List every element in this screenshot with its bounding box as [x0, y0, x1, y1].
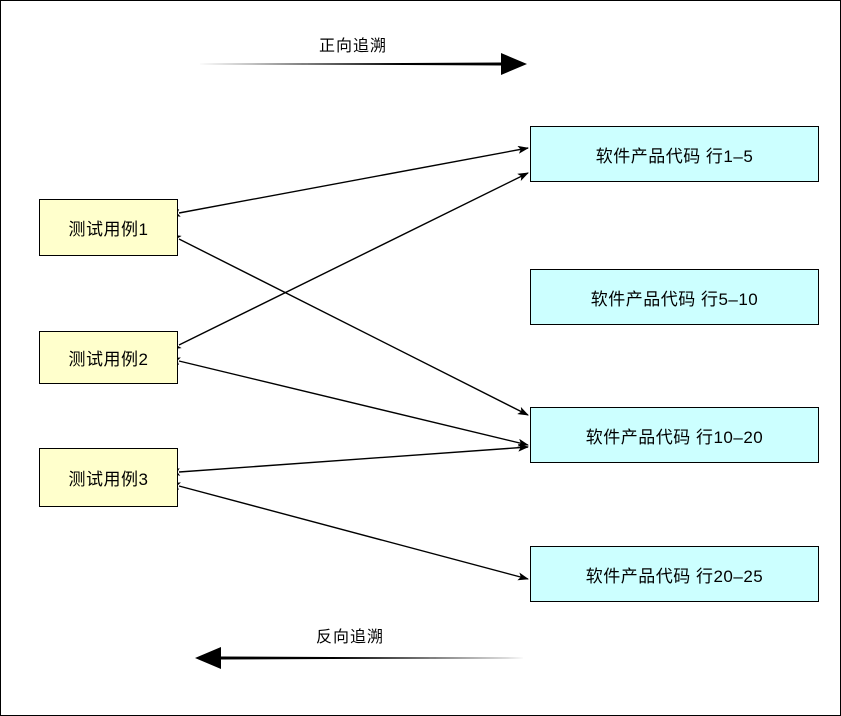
code-node-label: 软件产品代码 行1–5: [595, 146, 754, 166]
code-node-cb3[interactable]: 软件产品代码 行10–20: [530, 407, 819, 463]
code-node-cb2[interactable]: 软件产品代码 行5–10: [530, 269, 819, 325]
testcase-node-tc3[interactable]: 测试用例3: [39, 448, 178, 507]
testcase-node-tc1[interactable]: 测试用例1: [39, 199, 178, 256]
testcase-node-label: 测试用例1: [68, 220, 149, 239]
trace-link-tc2-cb3: [169, 357, 529, 447]
backward-trace-label: 反向追溯: [316, 629, 385, 646]
code-node-cb4[interactable]: 软件产品代码 行20–25: [530, 546, 819, 602]
testcase-node-label: 测试用例3: [68, 470, 149, 489]
forward-trace-arrow: [197, 53, 527, 75]
testcase-node-tc2[interactable]: 测试用例2: [39, 331, 178, 384]
trace-link-tc3-cb4: [169, 482, 529, 581]
code-node-label: 软件产品代码 行10–20: [585, 427, 764, 447]
backward-trace-arrow: [195, 647, 525, 669]
forward-trace-label: 正向追溯: [319, 38, 388, 55]
trace-link-tc2-cb1: [170, 172, 529, 350]
code-node-cb1[interactable]: 软件产品代码 行1–5: [530, 126, 819, 182]
trace-link-tc1-cb1: [169, 145, 529, 217]
code-node-label: 软件产品代码 行20–25: [585, 566, 764, 586]
testcase-node-label: 测试用例2: [68, 350, 149, 369]
code-node-label: 软件产品代码 行5–10: [590, 289, 759, 309]
trace-link-tc1-cb3: [170, 234, 529, 416]
trace-link-tc3-cb3: [169, 443, 529, 476]
